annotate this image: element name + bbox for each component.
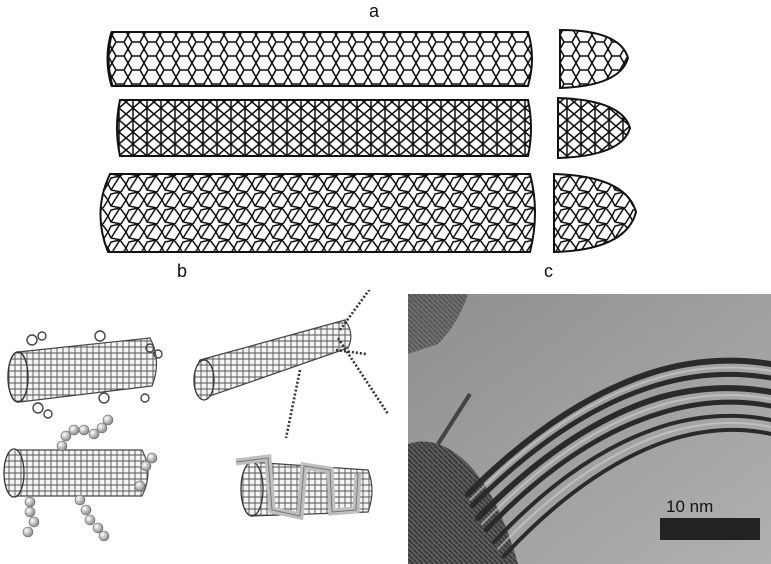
tube-with-small-groups (8, 331, 162, 418)
panel-c-label: c (544, 262, 553, 280)
armchair-cap (560, 30, 628, 88)
tube-with-bead-chains (4, 415, 157, 541)
chiral-nanotube (100, 174, 535, 252)
tem-image (408, 294, 771, 564)
tube-with-long-chains (194, 290, 388, 438)
zigzag-cap (558, 98, 630, 158)
scale-bar-label: 10 nm (666, 497, 713, 517)
armchair-nanotube (108, 32, 532, 86)
panel-b-label: b (177, 262, 187, 280)
zigzag-nanotube (117, 100, 531, 156)
panel-a-tubes (0, 0, 771, 265)
scale-bar (660, 518, 760, 540)
tube-wrapped-by-polymer (236, 458, 372, 516)
chiral-cap (554, 174, 636, 252)
panel-b-models (0, 290, 400, 560)
